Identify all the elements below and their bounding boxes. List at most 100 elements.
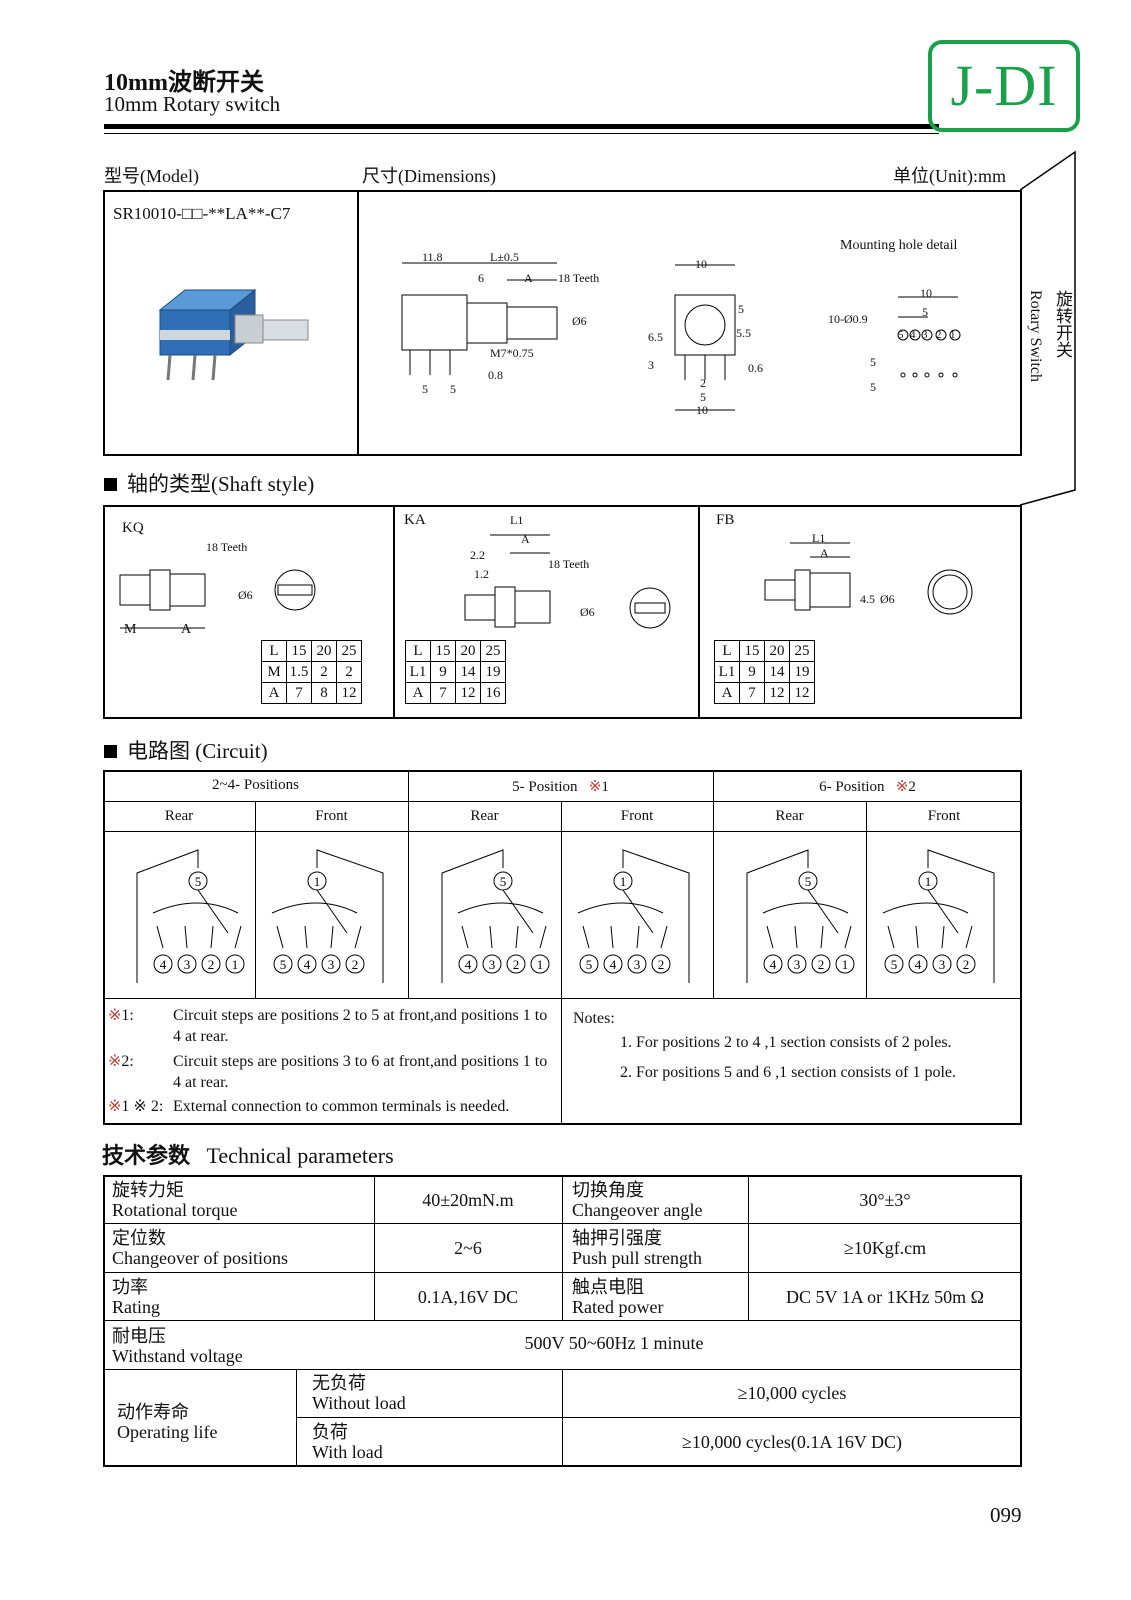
shaft-ka-name: KA bbox=[404, 512, 426, 528]
shaft-kq-a: A bbox=[181, 622, 192, 637]
divider bbox=[393, 505, 395, 719]
circuit-box bbox=[103, 770, 1022, 1125]
divider bbox=[408, 770, 409, 998]
terminal-label: 5 bbox=[891, 957, 898, 972]
dim-label: 5 bbox=[870, 380, 876, 394]
shaft-kq-teeth: 18 Teeth bbox=[206, 540, 248, 554]
dim-label: 6 bbox=[478, 271, 484, 285]
model-label: 型号(Model) bbox=[104, 166, 199, 186]
page-title-en: 10mm Rotary switch bbox=[104, 92, 281, 116]
side-tab-cn: 旋转开关 bbox=[1053, 290, 1072, 358]
divider bbox=[562, 1369, 563, 1467]
dim-label: 5 bbox=[922, 305, 928, 319]
circuit-section-title: 电路图 (Circuit) bbox=[104, 735, 268, 765]
page-title-cn: 10mm波断开关 bbox=[104, 70, 264, 96]
dim-label: 5 bbox=[700, 390, 706, 404]
terminal-label: 2 bbox=[963, 957, 970, 972]
param-value: ≥10Kgf.cm bbox=[843, 1238, 927, 1258]
dim-label: 11.8 bbox=[422, 250, 443, 264]
shaft-kq-dia: Ø6 bbox=[238, 588, 253, 602]
terminal-label: 2 bbox=[208, 957, 215, 972]
dim-label: L±0.5 bbox=[490, 250, 519, 264]
dim-label: 0.6 bbox=[748, 361, 763, 375]
terminal-label: 1 bbox=[314, 874, 321, 889]
terminal-label: 4 bbox=[160, 957, 167, 972]
divider bbox=[713, 770, 714, 998]
shaft-kq-name: KQ bbox=[122, 520, 144, 536]
shaft-section-label: 轴的类型(Shaft style) bbox=[127, 472, 315, 496]
divider bbox=[866, 801, 867, 998]
terminal-label: 1 bbox=[925, 874, 932, 889]
terminal-label: 4 bbox=[304, 957, 311, 972]
divider bbox=[103, 1320, 1022, 1321]
circuit-group-header: 5- Position ※1 bbox=[512, 779, 609, 795]
terminal-label: 2 bbox=[818, 957, 825, 972]
terminal-label: 3 bbox=[184, 957, 191, 972]
section-bullet bbox=[104, 745, 117, 758]
shaft-fb-dia: Ø6 bbox=[880, 592, 895, 606]
dim-label: 10 bbox=[695, 257, 707, 271]
shaft-fb-name: FB bbox=[716, 512, 735, 528]
terminal-label: 1 bbox=[232, 957, 239, 972]
shaft-ka-drawing bbox=[464, 534, 671, 629]
param-value: 0.1A,16V DC bbox=[417, 1287, 519, 1307]
footnote-mark: ※1: bbox=[108, 1007, 134, 1024]
pin-label: 2 bbox=[936, 329, 942, 341]
divider bbox=[748, 1175, 749, 1320]
pin-label: 4 bbox=[910, 329, 916, 341]
param-value: DC 5V 1A or 1KHz 50m Ω bbox=[785, 1287, 985, 1307]
terminal-label: 3 bbox=[489, 957, 496, 972]
dim-label: 5.5 bbox=[736, 326, 751, 340]
dim-label: 10-Ø0.9 bbox=[828, 312, 868, 326]
terminal-label: 1 bbox=[842, 957, 849, 972]
dim-label: A bbox=[524, 271, 533, 285]
dim-label: 2 bbox=[700, 376, 706, 390]
side-label: Front bbox=[927, 808, 961, 824]
withstand-value: 500V 50~60Hz 1 minute bbox=[524, 1333, 704, 1353]
param-value: 40±20mN.m bbox=[422, 1190, 514, 1210]
terminal-label: 3 bbox=[794, 957, 801, 972]
dim-label: 5 bbox=[422, 382, 428, 396]
notes-title: Notes: bbox=[573, 1010, 615, 1027]
terminal-label: 2 bbox=[658, 957, 665, 972]
terminal-label: 5 bbox=[280, 957, 287, 972]
dim-label: 5 bbox=[738, 302, 744, 316]
terminal-label: 1 bbox=[620, 874, 627, 889]
side-label: Rear bbox=[775, 808, 804, 824]
note-item: 2. For positions 5 and 6 ,1 section cons… bbox=[620, 1064, 956, 1081]
shaft-kq-m: M bbox=[124, 622, 137, 637]
divider bbox=[103, 998, 1022, 999]
param-value: 2~6 bbox=[454, 1238, 482, 1258]
side-label: Rear bbox=[164, 808, 194, 824]
side-label: Front bbox=[620, 808, 654, 824]
footnote-text: Circuit steps are positions 3 to 6 at fr… bbox=[173, 1053, 548, 1091]
terminal-label: 5 bbox=[805, 874, 812, 889]
terminal-label: 5 bbox=[586, 957, 593, 972]
pin-label: 3 bbox=[922, 329, 928, 341]
shaft-ka-dim: 1.2 bbox=[474, 567, 489, 581]
dimensions-label: 尺寸(Dimensions) bbox=[362, 166, 496, 186]
mounting-hole-label: Mounting hole detail bbox=[840, 238, 958, 253]
side-tab-en: Rotary Switch bbox=[1027, 290, 1044, 382]
group-label: 6- Position bbox=[819, 779, 885, 795]
brand-logo: J-DI bbox=[928, 40, 1080, 132]
dim-label: 0.8 bbox=[488, 368, 503, 382]
dim-label: 10 bbox=[920, 286, 932, 300]
dim-label: 6.5 bbox=[648, 330, 663, 344]
life-row-value: ≥10,000 cycles(0.1A 16V DC) bbox=[681, 1432, 903, 1452]
divider bbox=[296, 1417, 1022, 1418]
side-label: Front bbox=[315, 808, 348, 824]
divider bbox=[103, 831, 1022, 832]
page-number: 099 bbox=[990, 1503, 1022, 1527]
unit-label: 单位(Unit):mm bbox=[893, 166, 1006, 186]
